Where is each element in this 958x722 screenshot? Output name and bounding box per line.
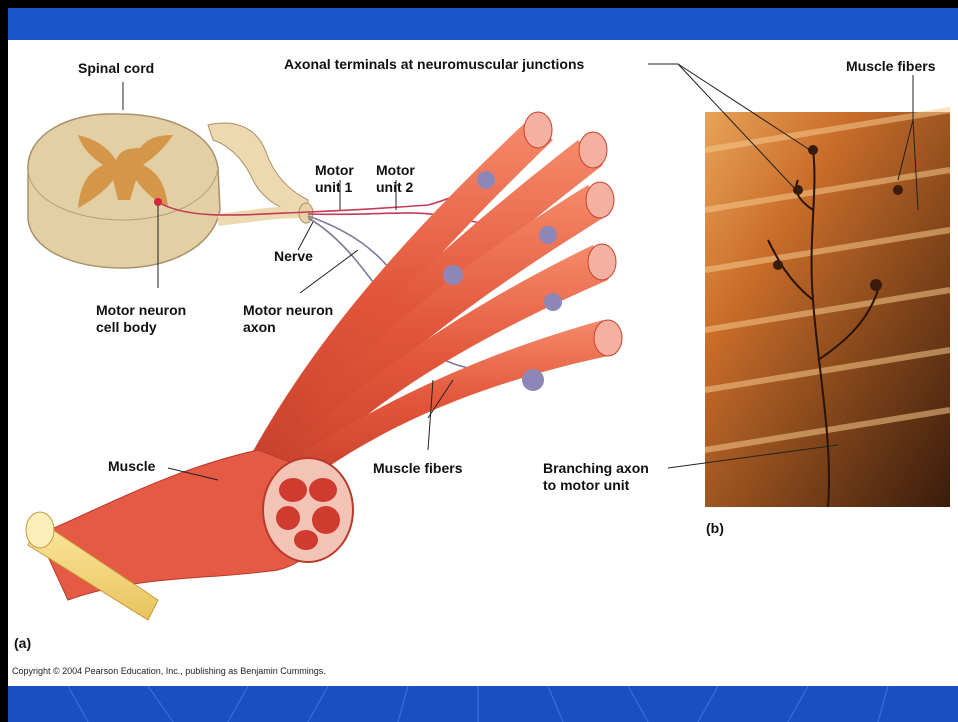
label-spinal-cord: Spinal cord <box>78 60 154 77</box>
spinal-cord-illustration <box>28 114 313 268</box>
label-motor-unit-1-line-1: Motor <box>315 162 354 179</box>
label-cell-body-line-2: cell body <box>96 319 186 336</box>
figure-panel: Spinal cord Axonal terminals at neuromus… <box>8 40 958 686</box>
neuromuscular-diagram <box>8 40 958 686</box>
slide-header-bar <box>8 8 958 40</box>
label-motor-unit-1: Motor unit 1 <box>315 162 354 196</box>
micrograph-photo <box>705 110 950 507</box>
label-panel-b: (b) <box>706 520 724 537</box>
label-branching-axon-line-1: Branching axon <box>543 460 649 477</box>
label-branching-axon: Branching axon to motor unit <box>543 460 649 494</box>
muscle-illustration <box>26 450 353 620</box>
label-branching-axon-line-2: to motor unit <box>543 477 649 494</box>
label-motor-unit-2-line-2: unit 2 <box>376 179 415 196</box>
footer-decoration <box>8 686 958 722</box>
label-motor-unit-1-line-2: unit 1 <box>315 179 354 196</box>
label-nerve: Nerve <box>274 248 313 265</box>
label-muscle-fibers-photo: Muscle fibers <box>846 58 935 75</box>
label-motor-unit-2: Motor unit 2 <box>376 162 415 196</box>
label-motor-neuron-axon-line-1: Motor neuron <box>243 302 333 319</box>
slide-footer-bar <box>8 686 958 722</box>
label-axonal-terminals: Axonal terminals at neuromuscular juncti… <box>284 56 584 73</box>
label-motor-neuron-axon-line-2: axon <box>243 319 333 336</box>
label-motor-neuron-cell-body: Motor neuron cell body <box>96 302 186 336</box>
label-muscle: Muscle <box>108 458 155 475</box>
label-motor-neuron-axon: Motor neuron axon <box>243 302 333 336</box>
copyright-notice: Copyright © 2004 Pearson Education, Inc.… <box>12 666 326 676</box>
label-cell-body-line-1: Motor neuron <box>96 302 186 319</box>
label-panel-a: (a) <box>14 635 31 652</box>
label-muscle-fibers-illustration: Muscle fibers <box>373 460 462 477</box>
muscle-fibers-illustration <box>248 112 622 485</box>
label-motor-unit-2-line-1: Motor <box>376 162 415 179</box>
